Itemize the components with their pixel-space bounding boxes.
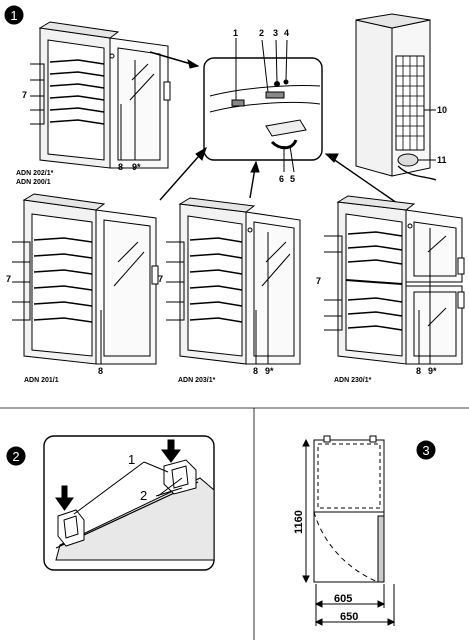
leader-line-1b	[143, 461, 169, 473]
label-shelves: 7	[22, 90, 27, 100]
figure-2: 2 1 2	[6, 435, 215, 571]
figure-3-badge: 3	[416, 440, 436, 460]
arrow-head-icon	[195, 146, 207, 161]
leader-line-2b	[155, 487, 183, 497]
label-part-2: 2	[259, 28, 264, 38]
dimension-height: 1160	[293, 510, 305, 534]
fridge-rear-view: 10 11	[355, 13, 447, 181]
label-part-9-230: 9*	[428, 366, 437, 376]
fridge-adn-202: 7 8 9* ADN 202/1* ADN 200/1	[16, 21, 171, 186]
figure-3: 3 1160 605 650	[293, 435, 436, 626]
label-part-4: 4	[284, 28, 289, 38]
arrow-head-icon	[187, 58, 200, 69]
label-part-8-201: 8	[98, 366, 103, 376]
control-panel-detail: 1 2 3 4 6 5	[203, 28, 323, 184]
door-swing-arc	[313, 511, 379, 583]
dimension-depth: 605	[334, 593, 352, 605]
figure-1: 1 7	[4, 5, 465, 384]
figure-2-badge: 2	[6, 446, 26, 466]
model-adn-200: ADN 200/1	[16, 179, 51, 186]
arrow-head-icon	[324, 153, 339, 163]
fridge-adn-203: 7 8 9* ADN 203/1*	[158, 197, 301, 384]
down-arrow-icon	[55, 485, 74, 511]
label-part-11: 11	[437, 155, 447, 165]
label-spacer-2: 2	[140, 488, 147, 503]
leader-line-2	[157, 477, 183, 497]
model-adn-230: ADN 230/1*	[334, 377, 372, 384]
label-spacer-1: 1	[128, 452, 135, 467]
label-part-1: 1	[233, 28, 238, 38]
figure-3-number: 3	[422, 443, 429, 458]
leader-line-1	[73, 461, 145, 515]
model-adn-201: ADN 201/1	[24, 377, 59, 384]
label-part-5: 5	[290, 174, 295, 184]
figure-1-number: 1	[10, 8, 17, 23]
dimension-depth-open: 650	[340, 611, 358, 623]
label-part-9: 9*	[132, 162, 141, 172]
label-shelves-201: 7	[6, 274, 11, 284]
top-view-dashed	[317, 443, 381, 509]
label-part-10: 10	[437, 105, 447, 115]
model-adn-202: ADN 202/1*	[16, 170, 54, 177]
door-section	[377, 515, 385, 583]
label-part-8: 8	[118, 162, 123, 172]
label-part-9-203: 9*	[265, 366, 274, 376]
fridge-adn-230: 7 8 9* ADN 230/1*	[316, 195, 465, 384]
label-shelves-230: 7	[316, 276, 321, 286]
figure-1-badge: 1	[4, 5, 24, 25]
down-arrow-icon	[161, 439, 181, 463]
model-adn-203: ADN 203/1*	[178, 377, 216, 384]
fridge-adn-201: 7 8 ADN 201/1	[6, 193, 159, 384]
label-part-8-230: 8	[416, 366, 421, 376]
fridge-plan-outline	[313, 439, 385, 583]
arrow-head-icon	[250, 160, 260, 173]
label-shelves-203: 7	[158, 274, 163, 284]
label-part-8-203: 8	[253, 366, 258, 376]
spacer-left	[57, 509, 85, 547]
label-part-6: 6	[279, 174, 284, 184]
figure-2-number: 2	[12, 449, 19, 464]
label-part-3: 3	[273, 28, 278, 38]
